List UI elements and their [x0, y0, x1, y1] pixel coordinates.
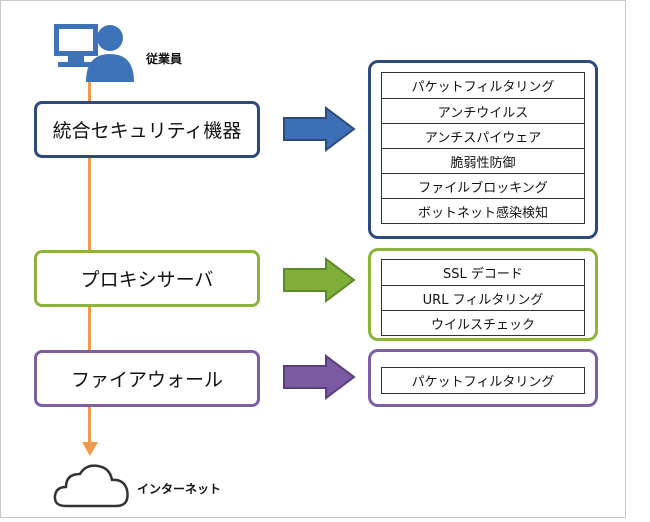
feature-item: ボットネット感染検知 — [382, 198, 584, 223]
flow-arrowhead — [82, 442, 98, 456]
utm-arrow-icon — [283, 106, 356, 152]
proxy-server-box: プロキシサーバ — [34, 250, 260, 307]
cloud-icon — [53, 464, 129, 508]
feature-item: パケットフィルタリング — [411, 80, 555, 95]
feature-item: アンチスパイウェア — [382, 123, 584, 148]
diagram-frame — [0, 0, 626, 518]
utm-device-box: 統合セキュリティ機器 — [34, 101, 260, 158]
firewall-box: ファイアウォール — [34, 350, 260, 407]
employee-label: 従業員 — [146, 52, 183, 66]
feature-item: パケットフィルタリング — [411, 375, 555, 390]
proxy-arrow-icon — [283, 257, 356, 303]
firewall-features-panel: パケットフィルタリング — [368, 349, 598, 407]
feature-item: ウイルスチェック — [382, 310, 584, 335]
feature-item: アンチウイルス — [382, 98, 584, 123]
utm-features-panel: パケットフィルタリング アンチウイルス アンチスパイウェア 脆弱性防御 ファイル… — [368, 60, 598, 239]
internet-label: インターネット — [137, 482, 222, 496]
employee-pc-icon — [54, 24, 134, 82]
feature-item: 脆弱性防御 — [382, 148, 584, 173]
feature-item: SSL デコード — [443, 267, 523, 282]
proxy-features-panel: SSL デコード URL フィルタリング ウイルスチェック — [368, 248, 598, 341]
feature-item: ファイルブロッキング — [382, 173, 584, 198]
firewall-arrow-icon — [283, 354, 356, 400]
feature-item: URL フィルタリング — [382, 285, 584, 310]
